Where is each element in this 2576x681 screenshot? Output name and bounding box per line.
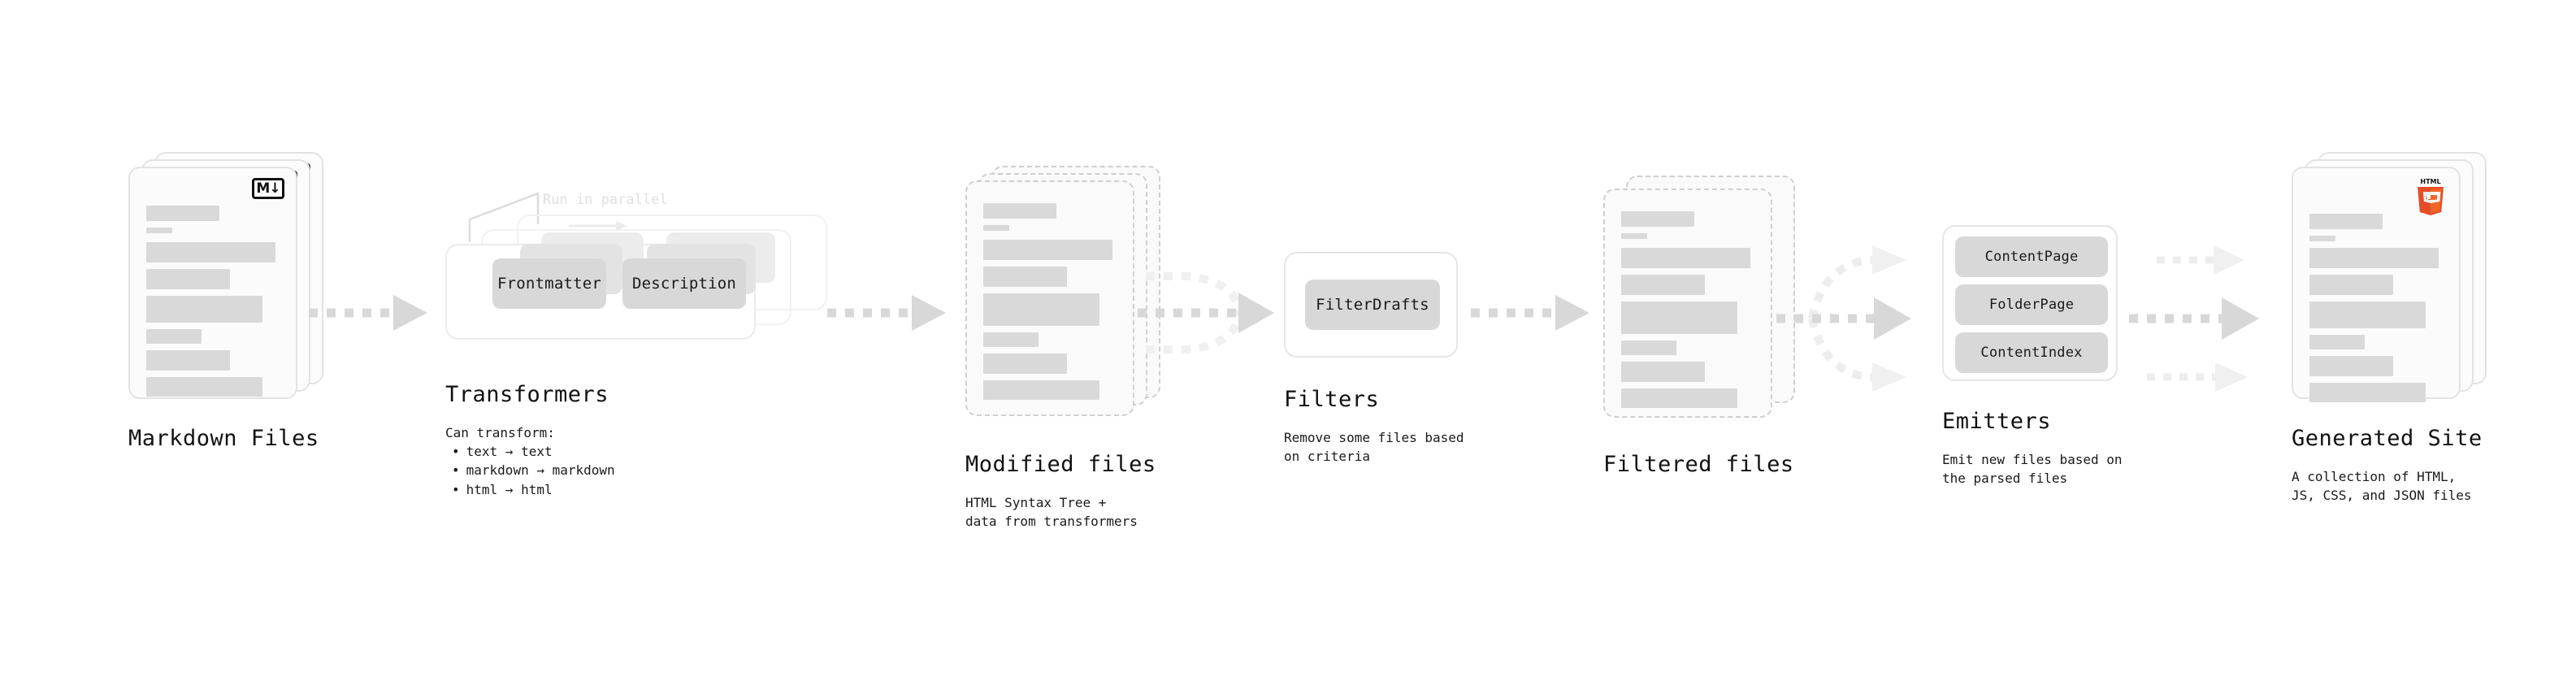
content-bar: [146, 329, 202, 344]
content-bar: [2309, 301, 2426, 328]
run-in-parallel-label: Run in parallel: [543, 192, 668, 208]
transformer-pill-description[interactable]: Description: [622, 258, 746, 309]
content-bar: [2309, 236, 2335, 241]
content-bar: [1621, 233, 1647, 239]
content-bar: [2309, 356, 2393, 376]
filters-group: FilterDrafts: [1284, 252, 1458, 358]
content-bar: [1621, 248, 1751, 268]
arrow-markdown-to-transformers: [309, 295, 427, 331]
content-bar: [146, 206, 219, 221]
content-bar: [2309, 383, 2426, 402]
transformers-bullet-item: html → html: [445, 480, 827, 499]
content-bar: [146, 228, 172, 233]
stage-title-filters: Filters: [1284, 387, 1380, 412]
content-bar: [983, 293, 1099, 326]
generated-card-html: HTML: [2292, 167, 2461, 402]
content-bar: [983, 267, 1067, 287]
markdown-card-content: [146, 206, 281, 403]
markdown-card-front: M↓: [128, 167, 297, 399]
content-bar: [983, 354, 1067, 374]
stage-title-modified-files: Modified files: [965, 452, 1156, 477]
markdown-icon: M↓: [252, 178, 284, 199]
arrow-transformers-to-modified: [827, 295, 946, 331]
content-bar: [1621, 275, 1705, 295]
emitters-subtitle: Emit new files based on the parsed files: [1942, 452, 2123, 487]
content-bar: [2309, 275, 2393, 295]
stage-title-markdown-files: Markdown Files: [128, 426, 319, 451]
modified-file-stack: [965, 166, 1160, 424]
stage-filtered-files: Filtered files: [1603, 176, 1795, 477]
content-bar: [983, 225, 1009, 231]
content-bar: [2309, 214, 2383, 229]
generated-card-content: [2309, 214, 2444, 409]
stage-transformers: Run in parallel Frontmatter Description …: [445, 192, 827, 499]
modified-files-subtitle: HTML Syntax Tree + data from transformer…: [965, 495, 1138, 530]
arrow-filters-to-filtered: [1471, 295, 1589, 331]
emitters-group: ContentPage FolderPage ContentIndex: [1942, 225, 2118, 381]
transformers-bullet-item: markdown → markdown: [445, 461, 827, 479]
stage-title-transformers: Transformers: [445, 382, 609, 407]
content-bar: [2309, 248, 2439, 268]
filter-pill-filterdrafts[interactable]: FilterDrafts: [1305, 280, 1440, 330]
filtered-file-stack: [1603, 176, 1795, 424]
content-bar: [146, 350, 230, 371]
stage-title-emitters: Emitters: [1942, 409, 2052, 434]
content-bar: [1621, 362, 1705, 382]
content-bar: [1621, 340, 1677, 355]
content-bar: [146, 242, 276, 262]
transformers-bullet-item: text → text: [445, 442, 827, 461]
stage-emitters: ContentPage FolderPage ContentIndex Emit…: [1942, 225, 2123, 488]
stage-generated-site: HTML Generated Site A collectio: [2292, 152, 2487, 505]
content-bar: [2309, 335, 2366, 349]
emitter-pill-folderpage[interactable]: FolderPage: [1955, 284, 2108, 325]
filters-subtitle: Remove some files based on criteria: [1284, 430, 1464, 465]
html5-badge-glyph: HTML: [2418, 178, 2444, 215]
emitter-pill-contentindex[interactable]: ContentIndex: [1955, 332, 2108, 373]
filtered-card-content: [1621, 211, 1756, 414]
stage-title-generated-site: Generated Site: [2292, 426, 2483, 451]
filtered-card-front: [1603, 189, 1772, 418]
modified-card-front: [965, 180, 1134, 416]
content-bar: [983, 240, 1113, 260]
markdown-badge-glyph-front: M↓: [252, 178, 284, 199]
content-bar: [146, 296, 262, 323]
arrow-modified-to-filters: [1138, 272, 1274, 354]
content-bar: [1621, 211, 1694, 227]
content-bar: [983, 203, 1056, 219]
transformer-pill-frontmatter[interactable]: Frontmatter: [492, 258, 606, 309]
content-bar: [146, 269, 230, 289]
arrow-filtered-to-emitters: [1776, 245, 1911, 392]
content-bar: [983, 332, 1039, 347]
markdown-file-stack: M↓ M↓ M↓: [128, 152, 323, 402]
content-bar: [146, 377, 262, 397]
content-bar: [1621, 301, 1737, 334]
transformers-bullet-list: text → text markdown → markdown html → h…: [445, 442, 827, 499]
content-bar: [1621, 388, 1737, 408]
run-in-parallel-bracket: [468, 192, 540, 242]
stage-filters: FilterDrafts Filters Remove some files b…: [1284, 252, 1464, 466]
transformers-group: Run in parallel Frontmatter Description: [445, 192, 827, 348]
stage-markdown-files: M↓ M↓ M↓ Markdown Files: [128, 152, 323, 451]
modified-card-content: [983, 203, 1118, 406]
generated-site-stack: HTML: [2292, 152, 2487, 402]
generated-site-subtitle: A collection of HTML, JS, CSS, and JSON …: [2292, 469, 2472, 504]
svg-text:HTML: HTML: [2420, 178, 2440, 185]
emitter-pill-contentpage[interactable]: ContentPage: [1955, 236, 2108, 277]
stage-modified-files: Modified files HTML Syntax Tree + data f…: [965, 166, 1160, 531]
html5-icon: HTML: [2413, 176, 2448, 219]
transformers-subtitle: Can transform:: [445, 425, 555, 440]
content-bar: [983, 380, 1099, 400]
arrow-emitters-to-site: [2129, 245, 2259, 392]
stage-title-filtered-files: Filtered files: [1603, 452, 1794, 477]
